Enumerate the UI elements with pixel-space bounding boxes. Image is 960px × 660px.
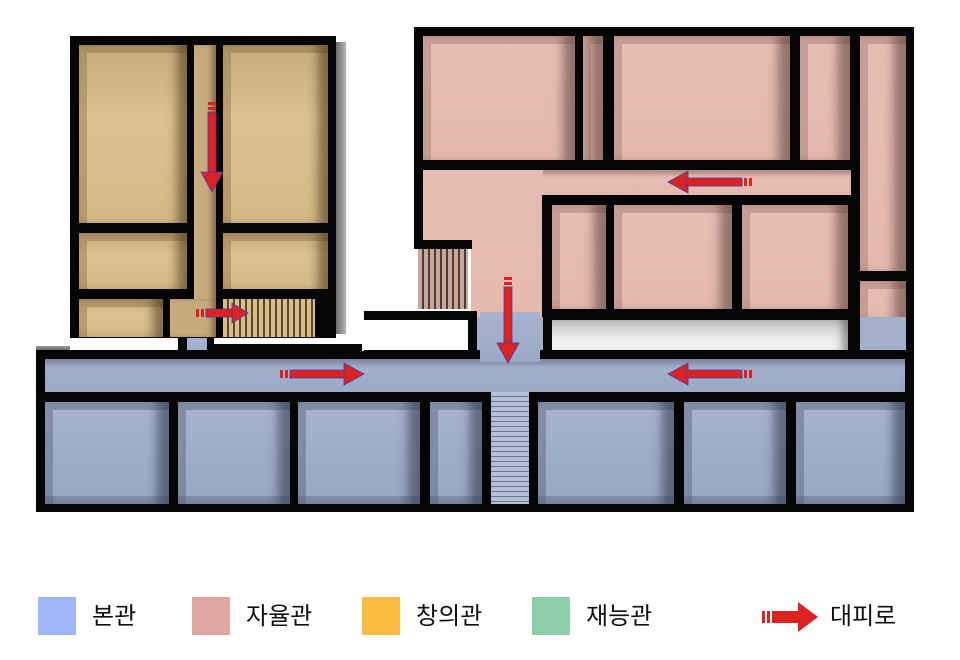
room-main-4 <box>430 402 482 504</box>
room-autonomy-8 <box>742 205 848 309</box>
legend-label-creativity: 창의관 <box>416 602 483 630</box>
room-main-3 <box>298 402 420 504</box>
room-autonomy-5 <box>860 36 906 271</box>
building-creativity <box>70 36 346 356</box>
legend-swatch-creativity <box>362 597 400 635</box>
legend-label-main: 본관 <box>92 602 137 630</box>
stairs-autonomy <box>418 249 468 309</box>
room-main-6 <box>684 402 786 504</box>
legend-label-autonomy: 자율관 <box>246 602 313 630</box>
room-creativity-2 <box>79 233 187 289</box>
room-creativity-3 <box>79 299 163 337</box>
room-autonomy-4 <box>800 36 850 160</box>
evacuation-arrow-icon <box>200 102 224 193</box>
legend-swatch-main <box>38 597 76 635</box>
room-creativity-4 <box>223 45 328 223</box>
room-autonomy-9 <box>552 320 848 350</box>
evacuation-arrow-icon <box>496 277 520 364</box>
evacuation-arrow-icon <box>667 362 752 386</box>
room-main-7 <box>796 402 905 504</box>
building-autonomy <box>414 27 914 357</box>
room-autonomy-1 <box>423 36 575 160</box>
legend-label-route: 대피로 <box>830 602 897 630</box>
room-main-2 <box>178 402 290 504</box>
stairs-main <box>491 392 529 504</box>
room-creativity-5 <box>223 233 328 289</box>
room-autonomy-6 <box>552 205 606 309</box>
legend-swatch-autonomy <box>192 597 230 635</box>
building-main <box>36 350 914 512</box>
legend-label-talent: 재능관 <box>586 602 653 630</box>
evacuation-arrow-icon <box>280 362 365 386</box>
legend: 본관 자율관 창의관 재능관 대피로 <box>0 597 960 637</box>
room-autonomy-7 <box>614 205 732 309</box>
evacuation-arrow-icon <box>762 602 818 632</box>
room-creativity-1 <box>79 45 187 223</box>
evacuation-arrow-icon <box>667 170 752 194</box>
floor-plan <box>36 27 914 512</box>
room-main-5 <box>538 402 674 504</box>
room-main-1 <box>45 402 169 504</box>
room-autonomy-3 <box>614 36 790 160</box>
corridor-main <box>45 359 905 392</box>
room-autonomy-2 <box>583 36 603 160</box>
evacuation-arrow-icon <box>196 302 249 324</box>
legend-swatch-talent <box>532 597 570 635</box>
